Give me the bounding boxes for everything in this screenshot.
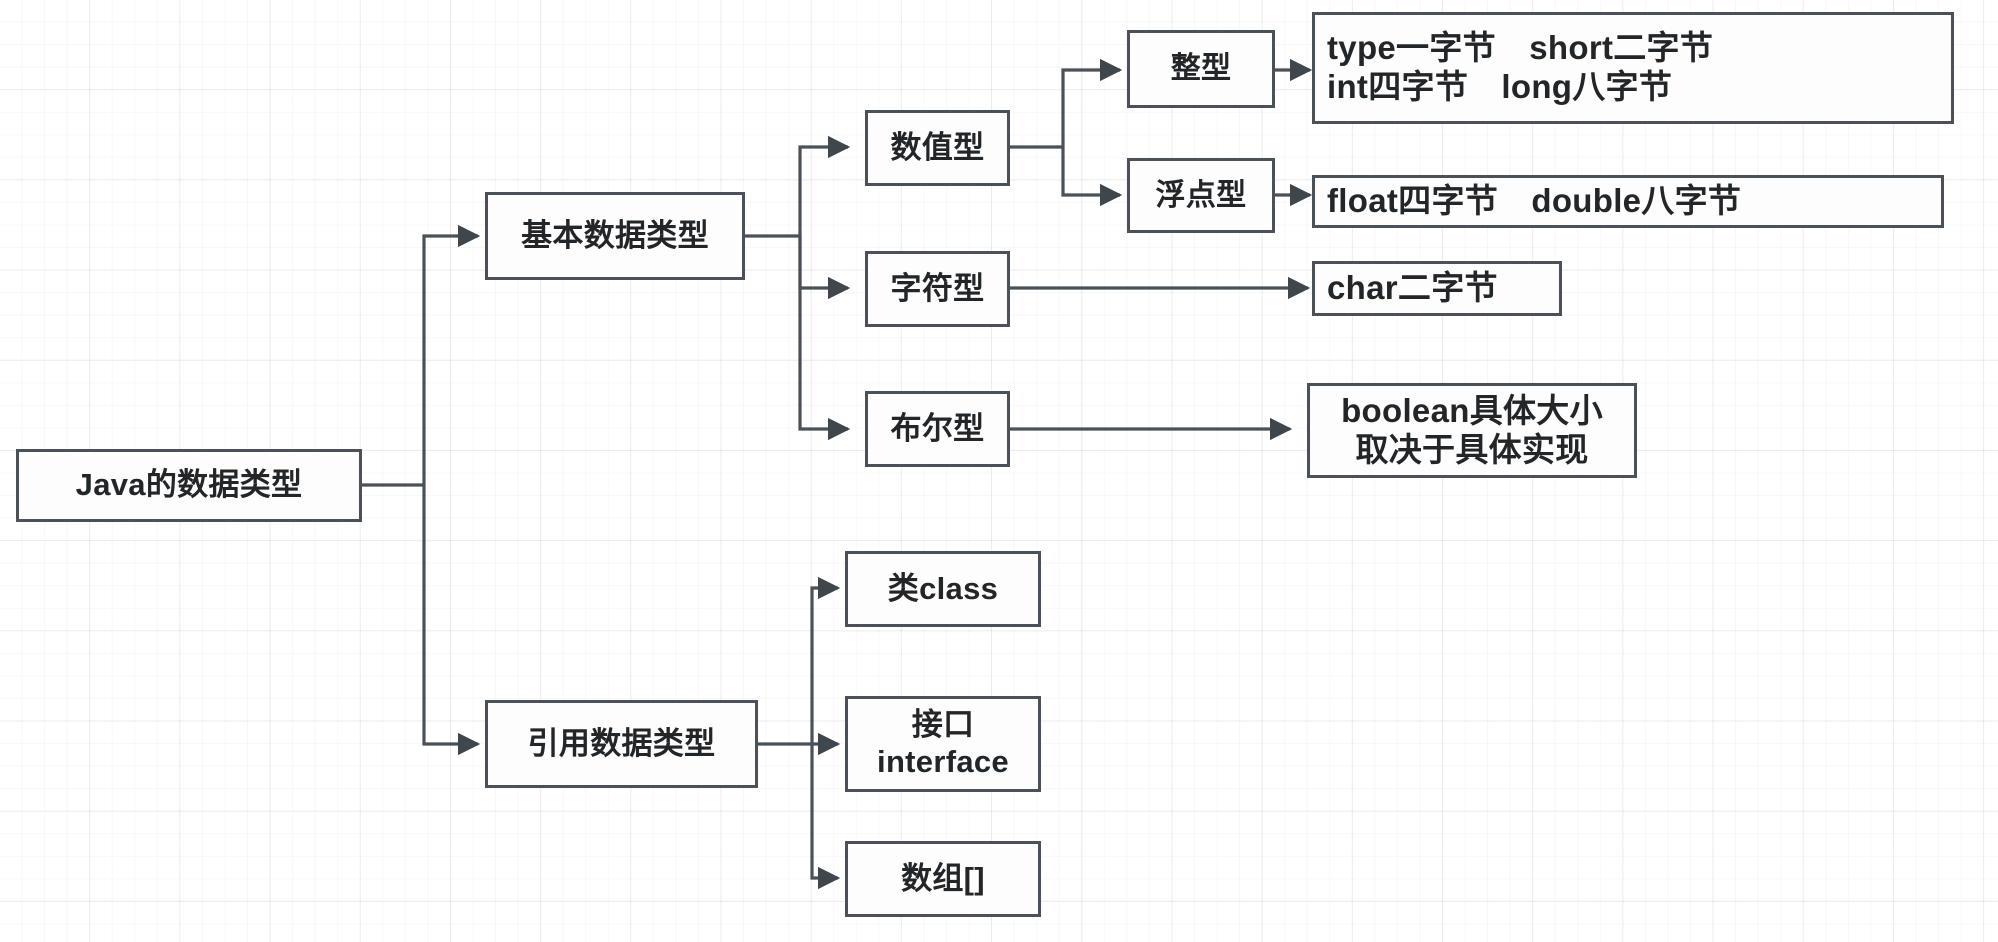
node-reference-types[interactable]: 引用数据类型 [485,700,758,788]
node-integer-type[interactable]: 整型 [1127,30,1275,108]
node-floating-type[interactable]: 浮点型 [1127,158,1275,233]
edge-numeric-floating [1061,147,1123,207]
node-floating-detail[interactable]: float四字节 double八字节 [1312,175,1944,228]
edge-primitive-boolean [798,236,851,441]
node-class[interactable]: 类class [845,551,1041,627]
node-primitive-types[interactable]: 基本数据类型 [485,192,745,280]
edge-reference-class [810,576,841,744]
edge-numeric-integer [1061,58,1123,147]
edge-primitive-character [798,236,851,300]
node-integer-detail[interactable]: type一字节 short二字节 int四字节 long八字节 [1312,12,1954,124]
node-boolean-detail[interactable]: boolean具体大小 取决于具体实现 [1307,383,1637,478]
node-array[interactable]: 数组[] [845,841,1041,917]
edge-primitive-numeric [798,135,851,236]
node-root[interactable]: Java的数据类型 [16,449,362,522]
node-boolean-type[interactable]: 布尔型 [865,391,1010,467]
edge-reference-array [810,744,841,890]
edge-root-primitive [422,224,481,485]
node-interface[interactable]: 接口 interface [845,696,1041,792]
node-character-detail[interactable]: char二字节 [1312,261,1562,316]
node-character-type[interactable]: 字符型 [865,251,1010,327]
node-numeric-type[interactable]: 数值型 [865,110,1010,186]
edge-root-reference [422,485,481,756]
